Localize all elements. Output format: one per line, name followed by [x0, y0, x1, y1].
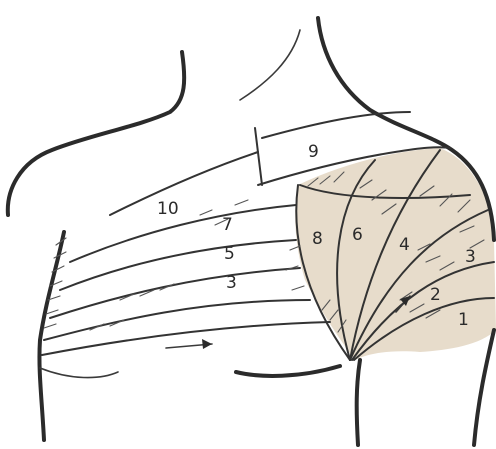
band-turn-9-top: [262, 112, 410, 138]
pectoral-lower-outline: [236, 366, 340, 376]
neck-left-outline: [8, 52, 184, 215]
label-turn-3-cap: 3: [465, 247, 476, 267]
arm-inner-outline: [357, 360, 360, 445]
label-turn-4: 4: [399, 235, 410, 255]
chest-fold: [40, 368, 118, 378]
band-turn-9: [255, 128, 262, 185]
label-turn-2: 2: [430, 285, 441, 305]
label-turn-3-chest: 3: [226, 273, 237, 293]
label-turn-8: 8: [312, 229, 323, 249]
label-turn-5: 5: [224, 244, 235, 264]
label-turn-1: 1: [458, 310, 469, 330]
label-turn-6: 6: [352, 225, 363, 245]
band-turn-5: [60, 240, 296, 290]
label-turn-9: 9: [308, 142, 319, 162]
label-turn-10: 10: [157, 199, 179, 219]
band-turn-10: [110, 152, 258, 215]
band-turn-1: [42, 322, 330, 355]
arm-outer-outline: [474, 330, 494, 445]
label-turn-7: 7: [222, 215, 233, 235]
arrow-chest-head: [202, 339, 212, 349]
trapezius-line: [240, 30, 300, 100]
